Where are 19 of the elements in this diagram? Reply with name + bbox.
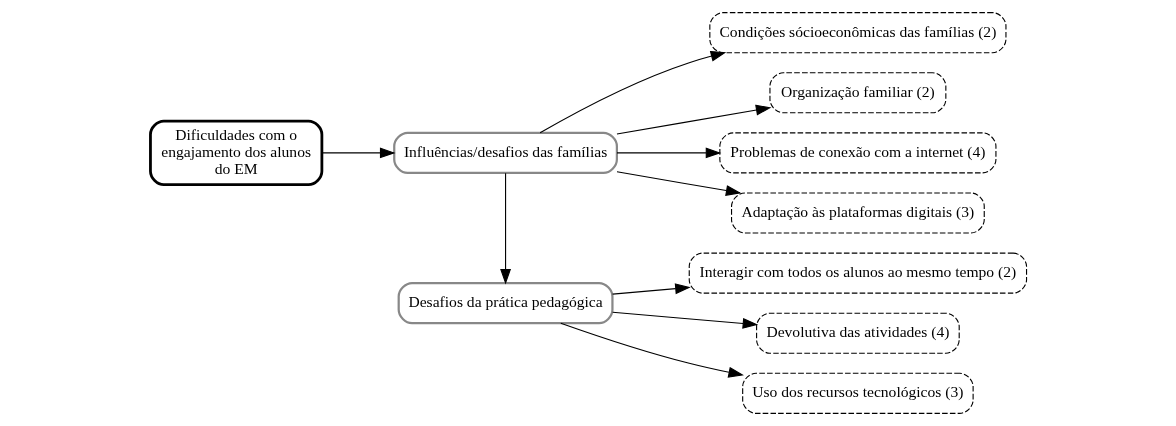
- node-box: Devolutiva das atividades (4): [755, 312, 960, 354]
- arrow: [615, 104, 771, 135]
- node-box: Interagir com todos os alunos ao mesmo tempo (2): [688, 252, 1027, 294]
- node-box: Dificuldades com o engajamento dos alunos do EM: [148, 119, 323, 186]
- node-box: Uso dos recursos tecnológicos (3): [741, 372, 974, 414]
- arrow: [559, 322, 744, 378]
- node-box: Organização familiar (2): [768, 72, 946, 114]
- arrow: [499, 172, 511, 285]
- arrow: [615, 171, 741, 196]
- arrow: [321, 147, 395, 159]
- node-box: Condições sócioeconômicas das famílias (2): [708, 12, 1006, 54]
- arrow: [539, 50, 726, 134]
- arrow: [615, 147, 721, 159]
- node-box: Problemas de conexão com a internet (4): [718, 132, 996, 174]
- arrow: [611, 283, 691, 295]
- node-box: Adaptação às plataformas digitais (3): [730, 192, 985, 234]
- arrow: [611, 311, 758, 329]
- node-box: Desafios da prática pedagógica: [397, 282, 614, 325]
- node-box: Influências/desafios das famílias: [392, 131, 618, 175]
